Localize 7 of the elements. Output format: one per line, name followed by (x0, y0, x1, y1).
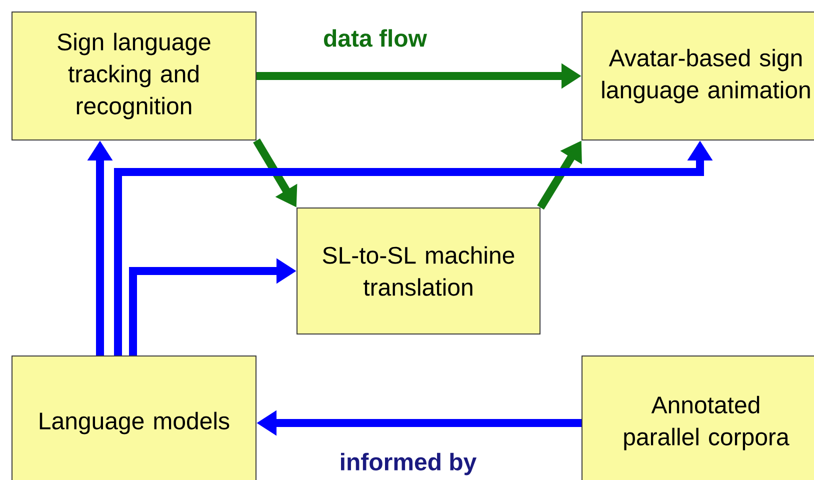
process-box: Annotated parallel corpora (582, 356, 814, 480)
process-box: Sign language tracking and recognition (12, 12, 256, 140)
process-box: Language models (12, 356, 256, 480)
flow-label: data flow (324, 29, 428, 47)
flow-label: informed by (341, 452, 477, 476)
process-box: Avatar-based sign language animation (582, 12, 814, 140)
process-box: SL-to-SL machine translation (296, 208, 540, 334)
